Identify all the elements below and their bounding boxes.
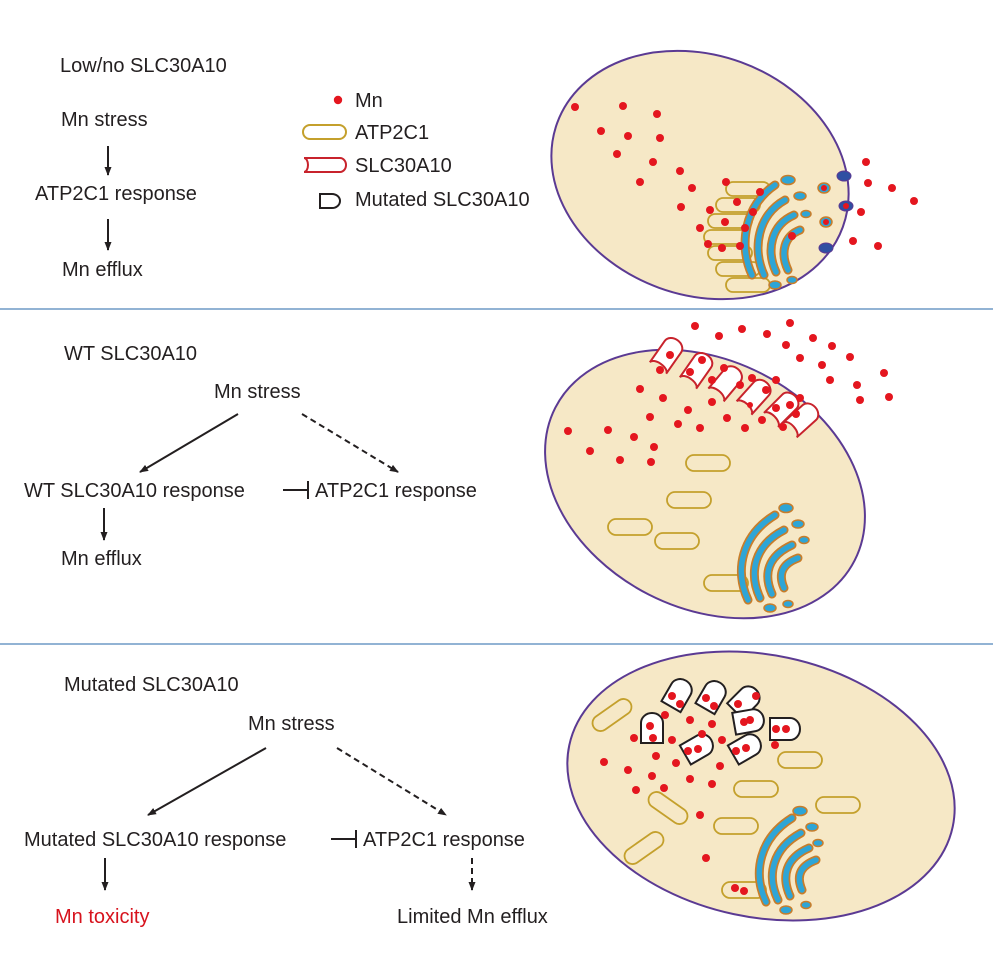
atp2c1-vesicle <box>703 574 749 592</box>
membrane-transporters <box>817 170 854 254</box>
atp2c1-vesicle <box>685 454 731 472</box>
arrow-stress-to-atp2c1-response <box>336 747 447 816</box>
atp2c1-response-label: ATP2C1 response <box>315 480 477 502</box>
atp2c1-vesicle <box>666 491 712 509</box>
cell-wt-slc30a10 <box>544 319 893 620</box>
atp2c1-vesicle <box>707 245 753 261</box>
golgi-apparatus <box>754 805 824 915</box>
legend-mutated-label: Mutated SLC30A10 <box>355 189 530 211</box>
atp2c1-vesicle <box>654 532 700 550</box>
atp2c1-vesicle <box>733 780 779 798</box>
slc30a10-transporter <box>648 337 684 375</box>
mn-stress-label: Mn stress <box>248 713 335 735</box>
golgi-apparatus <box>737 502 810 613</box>
atp2c1-vesicle <box>607 518 653 536</box>
arrow-stress-to-mutated-response <box>147 747 267 816</box>
panel-title: WT SLC30A10 <box>64 343 197 365</box>
panel-low-slc30a10: Low/no SLC30A10 Mn stress ATP2C1 respons… <box>35 49 918 301</box>
wt-slc30a10-response-label: WT SLC30A10 response <box>24 480 245 502</box>
atp2c1-vesicle <box>623 831 665 865</box>
atp2c1-vesicle <box>713 817 759 835</box>
panel-mutated-slc30a10: Mutated SLC30A10 Mn stress Mutated SLC30… <box>24 650 956 928</box>
atp2c1-vesicle <box>815 796 861 814</box>
cell-membrane <box>550 49 850 301</box>
atp2c1-vesicles <box>607 454 749 592</box>
mutated-transporter <box>694 680 727 716</box>
atp2c1-vesicle <box>647 791 689 825</box>
legend-mn-dot <box>333 95 343 105</box>
atp2c1-vesicles <box>591 698 861 899</box>
mn-stress-label: Mn stress <box>61 109 148 131</box>
atp2c1-vesicle <box>777 751 823 769</box>
atp2c1-response-label: ATP2C1 response <box>363 829 525 851</box>
panel-title: Mutated SLC30A10 <box>64 674 239 696</box>
panel-title: Low/no SLC30A10 <box>60 55 227 77</box>
legend-mutated-swatch <box>319 193 341 209</box>
mn-toxicity-label: Mn toxicity <box>55 906 149 928</box>
atp2c1-vesicle <box>591 698 633 732</box>
mutated-transporter <box>725 685 761 721</box>
mn-particles <box>564 319 893 466</box>
mn-particles <box>571 102 918 252</box>
cell-membrane <box>566 650 956 922</box>
legend-slc30a10-swatch <box>303 157 347 173</box>
atp2c1-response-label: ATP2C1 response <box>35 183 197 205</box>
panel-wt-slc30a10: WT SLC30A10 Mn stress WT SLC30A10 respon… <box>24 319 893 620</box>
mn-efflux-label: Mn efflux <box>61 548 142 570</box>
mutated-slc30a10-response-label: Mutated SLC30A10 response <box>24 829 286 851</box>
mn-efflux-label: Mn efflux <box>62 259 143 281</box>
legend: Mn ATP2C1 SLC30A10 Mutated SLC30A10 <box>302 90 530 211</box>
legend-atp2c1-swatch <box>302 124 347 140</box>
slc30a10-transporter <box>735 378 772 416</box>
mutated-transporter <box>660 678 693 714</box>
arrow-stress-to-atp2c1-response <box>301 413 399 473</box>
mn-stress-label: Mn stress <box>214 381 301 403</box>
arrow-stress-to-wt-response <box>139 413 239 473</box>
cell-low-slc30a10 <box>550 49 918 301</box>
limited-mn-efflux-label: Limited Mn efflux <box>397 906 548 928</box>
legend-mn-label: Mn <box>355 90 383 112</box>
legend-slc30a10-label: SLC30A10 <box>355 155 452 177</box>
legend-atp2c1-label: ATP2C1 <box>355 122 429 144</box>
mn-particles <box>600 692 790 895</box>
slc30a10-transporter <box>782 402 820 439</box>
cell-mutated-slc30a10 <box>566 650 956 922</box>
